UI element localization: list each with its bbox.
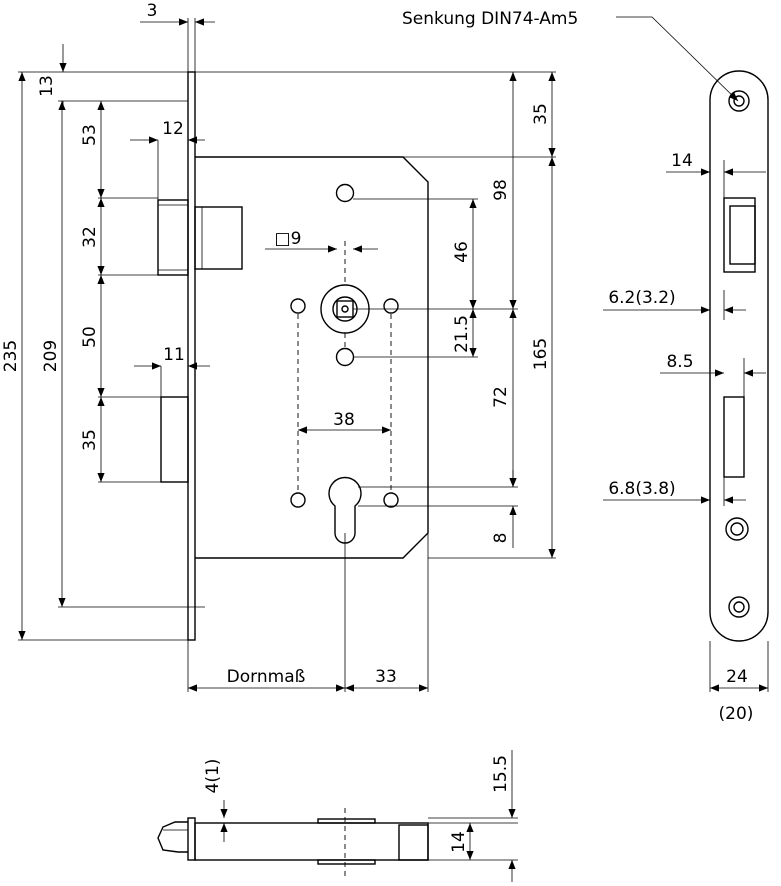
screw-hole (290, 298, 306, 314)
dim-bottom-4: 4(1) (203, 759, 223, 794)
screw-hole (335, 347, 355, 367)
bolt-opening (723, 396, 745, 478)
countersink-label: Senkung DIN74-Am5 (402, 9, 578, 29)
latch (157, 199, 189, 276)
screw-hole (383, 492, 399, 508)
lock-case (195, 156, 429, 559)
dim-53: 53 (80, 124, 100, 146)
dim-38: 38 (333, 410, 355, 430)
dim-plate-width-alt: (20) (719, 704, 754, 724)
front-view (157, 71, 429, 641)
screw-hole (335, 183, 355, 203)
dim-72: 72 (491, 386, 511, 408)
dim-50: 50 (80, 326, 100, 348)
front-dimensions: 3 13 53 12 32 50 11 35 235 209 □9 38 35 … (1, 1, 556, 692)
dim-8: 8 (491, 533, 511, 544)
cylinder-cutout (328, 476, 362, 544)
dim-bolt-width: 8.5 (666, 352, 693, 372)
bottom-case (194, 822, 429, 861)
dim-plate-width: 24 (726, 667, 748, 687)
dim-bolt-proj: 6.8(3.8) (608, 479, 675, 499)
bolt (160, 396, 189, 483)
screw-hole (290, 492, 306, 508)
faceplate (187, 71, 196, 641)
dim-13: 13 (37, 75, 57, 97)
dim-209: 209 (41, 340, 61, 372)
dim-98: 98 (491, 179, 511, 201)
faceplate-view: Senkung DIN74-Am5 (402, 9, 769, 724)
dim-spindle-square: □9 (275, 229, 302, 249)
dim-bottom-14: 14 (449, 831, 469, 853)
front-plate (709, 70, 769, 642)
dim-latch-proj: 6.2(3.2) (608, 288, 675, 308)
latch-opening (723, 197, 756, 273)
dim-235: 235 (1, 340, 21, 372)
dim-33: 33 (375, 667, 397, 687)
bottom-faceplate (187, 817, 196, 861)
dim-165: 165 (531, 338, 551, 370)
screw-hole (383, 298, 399, 314)
dim-32: 32 (80, 226, 100, 248)
dim-35-top: 35 (531, 103, 551, 125)
dim-11: 11 (163, 345, 185, 365)
dim-bottom-15-5: 15.5 (491, 755, 511, 793)
dim-backset: Dornmaß (227, 667, 306, 687)
dim-46: 46 (452, 241, 472, 263)
dim-21-5: 21.5 (452, 315, 472, 353)
spindle-square (336, 300, 354, 318)
dim-plate-14: 14 (671, 151, 693, 171)
bottom-latch (157, 821, 188, 853)
dim-35-bolt: 35 (80, 429, 100, 451)
latch-tail (194, 206, 243, 270)
dim-3: 3 (147, 1, 158, 21)
bottom-view: 4(1) 15.5 14 (157, 750, 518, 882)
dim-12: 12 (162, 119, 184, 139)
